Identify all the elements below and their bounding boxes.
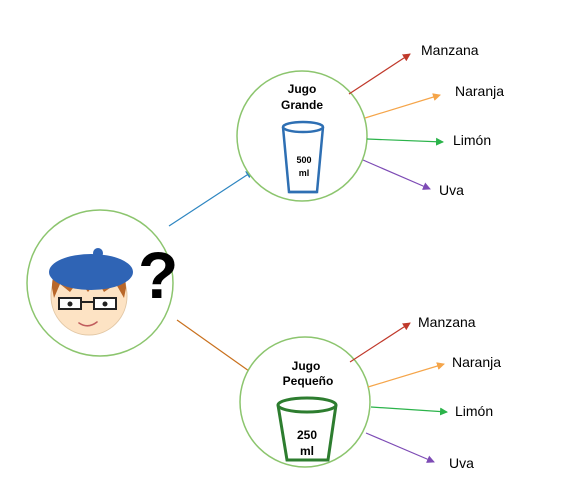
small-juice-volume-unit: ml [300,444,314,458]
small-flavor-naranja: Naranja [452,354,501,370]
large-flavor-uva: Uva [439,182,464,198]
large-arrow-limon [366,137,444,146]
small-flavor-limon: Limón [455,403,493,419]
glass-icon [281,120,325,194]
large-arrow-manzana [348,53,411,95]
small-juice-node: Jugo Pequeño 250 ml [239,336,371,468]
small-juice-volume-number: 250 [297,428,317,442]
large-juice-title-line2: Grande [281,98,323,112]
large-juice-volume-number: 500 [296,155,311,165]
large-arrow-uva [362,159,431,190]
large-juice-title-line1: Jugo [288,82,317,96]
arrow-to-large-juice [168,170,254,227]
small-arrow-limon [370,406,448,416]
small-flavor-uva: Uva [449,455,474,471]
small-juice-title-line2: Pequeño [283,374,334,388]
person-node: ? [26,209,178,357]
large-juice-node: Jugo Grande 500 ml [236,70,368,202]
question-mark: ? [138,238,178,312]
large-flavor-manzana: Manzana [421,42,479,58]
small-arrow-manzana [349,322,411,363]
small-juice-title-line1: Jugo [292,359,321,373]
hat-shape [49,254,133,290]
small-arrow-uva [365,432,435,463]
small-arrow-naranja [367,362,445,388]
small-flavor-manzana: Manzana [418,314,476,330]
child-face-icon [49,248,133,336]
glass-icon [276,396,338,462]
large-juice-circle [236,70,368,202]
arrow-to-small-juice [176,319,257,377]
large-flavor-naranja: Naranja [455,83,504,99]
large-flavor-limon: Limón [453,132,491,148]
large-arrow-naranja [364,93,441,119]
large-juice-volume-unit: ml [299,168,310,178]
